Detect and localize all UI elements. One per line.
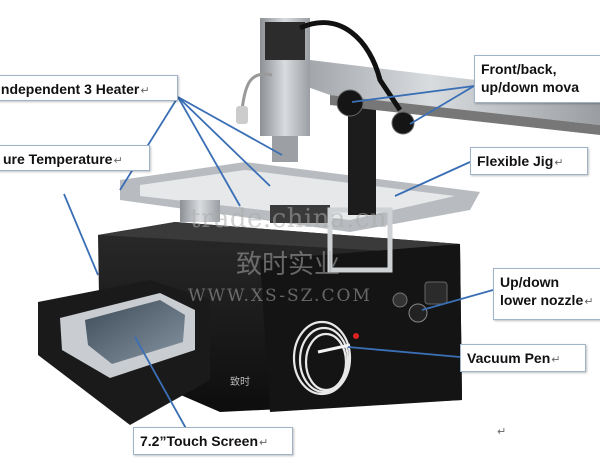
- callout-updown-nozzle: Up/down lower nozzle↵: [493, 268, 600, 320]
- callout-front-back: Front/back, up/down mova: [474, 55, 600, 103]
- vacuum-pen-led: [353, 333, 359, 339]
- callout-front-back-line2: up/down mova: [481, 79, 579, 95]
- flexible-jig: [120, 162, 480, 273]
- paragraph-mark: ↵: [259, 437, 269, 449]
- callout-heater: Independent 3 Heater↵: [0, 75, 178, 101]
- machine-logo: 致时: [230, 375, 250, 388]
- pointer-lines: [63, 85, 494, 433]
- top-heater: [260, 18, 403, 162]
- callout-temperature-text: ure Temperature: [3, 151, 113, 167]
- paragraph-mark: ↵: [584, 296, 594, 308]
- lower-nozzle-knobs: [392, 281, 448, 323]
- paragraph-mark: ↵: [497, 426, 507, 438]
- callout-vacuum-pen: Vacuum Pen↵: [460, 344, 586, 372]
- watermark-text-2: WWW.XS-SZ.COM: [188, 286, 372, 306]
- callout-front-back-line1: Front/back,: [481, 61, 557, 77]
- touch-screen-drawer: [38, 280, 210, 425]
- callout-touch-screen: 7.2”Touch Screen↵: [133, 427, 293, 455]
- watermark-chars: 致时实业: [236, 250, 341, 280]
- callout-heater-text: Independent 3 Heater: [0, 81, 140, 97]
- callout-touch-screen-text: 7.2”Touch Screen: [140, 433, 259, 449]
- callout-vacuum-pen-text: Vacuum Pen: [467, 350, 551, 366]
- paragraph-mark: ↵: [554, 157, 564, 169]
- callout-updown-nozzle-line2: lower nozzle: [500, 292, 584, 308]
- callout-updown-nozzle-line1: Up/down: [500, 274, 560, 290]
- vacuum-pen: [292, 320, 352, 396]
- paragraph-mark: ↵: [551, 354, 561, 366]
- callout-temperature: ure Temperature↵: [0, 145, 150, 171]
- callout-flexible-jig-text: Flexible Jig: [477, 153, 554, 169]
- touch-screen: [85, 300, 185, 364]
- callout-flexible-jig: Flexible Jig↵: [470, 147, 588, 175]
- lamp: [236, 72, 273, 124]
- paragraph-mark: ↵: [140, 85, 150, 97]
- watermark-text-1: trade.china.cn: [190, 204, 388, 234]
- paragraph-mark: ↵: [113, 155, 123, 167]
